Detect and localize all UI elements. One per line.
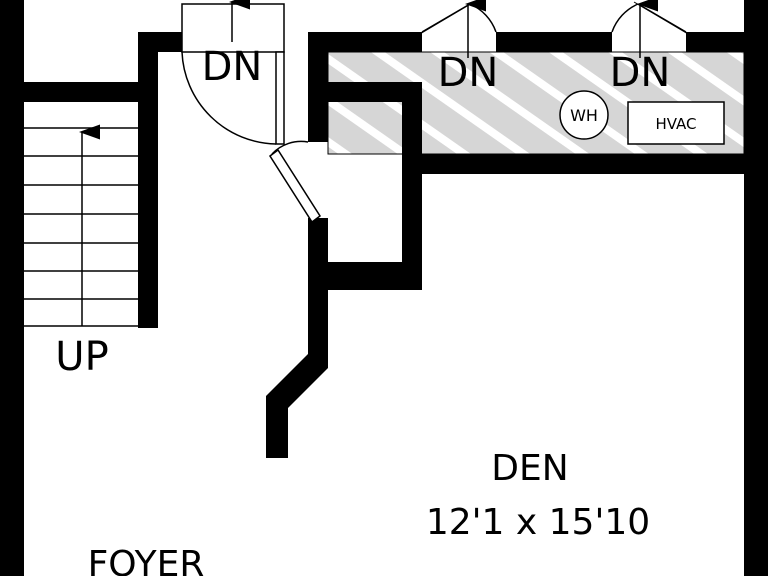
top-wall-mid <box>308 32 422 52</box>
closet-right-wall <box>402 82 422 290</box>
den-dimensions: 12'1 x 15'10 <box>426 502 650 543</box>
den-room-label: DEN <box>491 448 568 489</box>
top-wall-between-doors <box>496 32 612 52</box>
dn-label-utility-right: DN <box>610 50 671 96</box>
closet-top-wall <box>308 82 422 102</box>
utility-door-right <box>611 1 689 35</box>
dn-stair-door <box>181 3 285 145</box>
stair-top-wall <box>24 82 138 102</box>
dn-label-stair: DN <box>202 44 263 90</box>
utility-bottom-wall <box>402 154 744 174</box>
closet-door <box>268 140 322 224</box>
top-wall-right <box>686 32 768 52</box>
hvac-unit <box>627 101 725 145</box>
right-exterior-wall <box>744 0 768 576</box>
top-wall-left <box>138 32 182 52</box>
up-label: UP <box>55 334 108 380</box>
stair-right-wall <box>138 32 158 328</box>
stairs-up <box>24 127 138 327</box>
water-heater-symbol <box>559 90 609 140</box>
hvac-label: HVAC <box>655 115 696 133</box>
left-exterior-wall <box>0 0 24 576</box>
dn-label-utility-left: DN <box>438 50 499 96</box>
utility-door-left <box>419 1 497 35</box>
foyer-room-label: FOYER <box>88 544 205 576</box>
angled-partition-wall <box>266 218 328 458</box>
water-heater-label: WH <box>570 106 598 125</box>
